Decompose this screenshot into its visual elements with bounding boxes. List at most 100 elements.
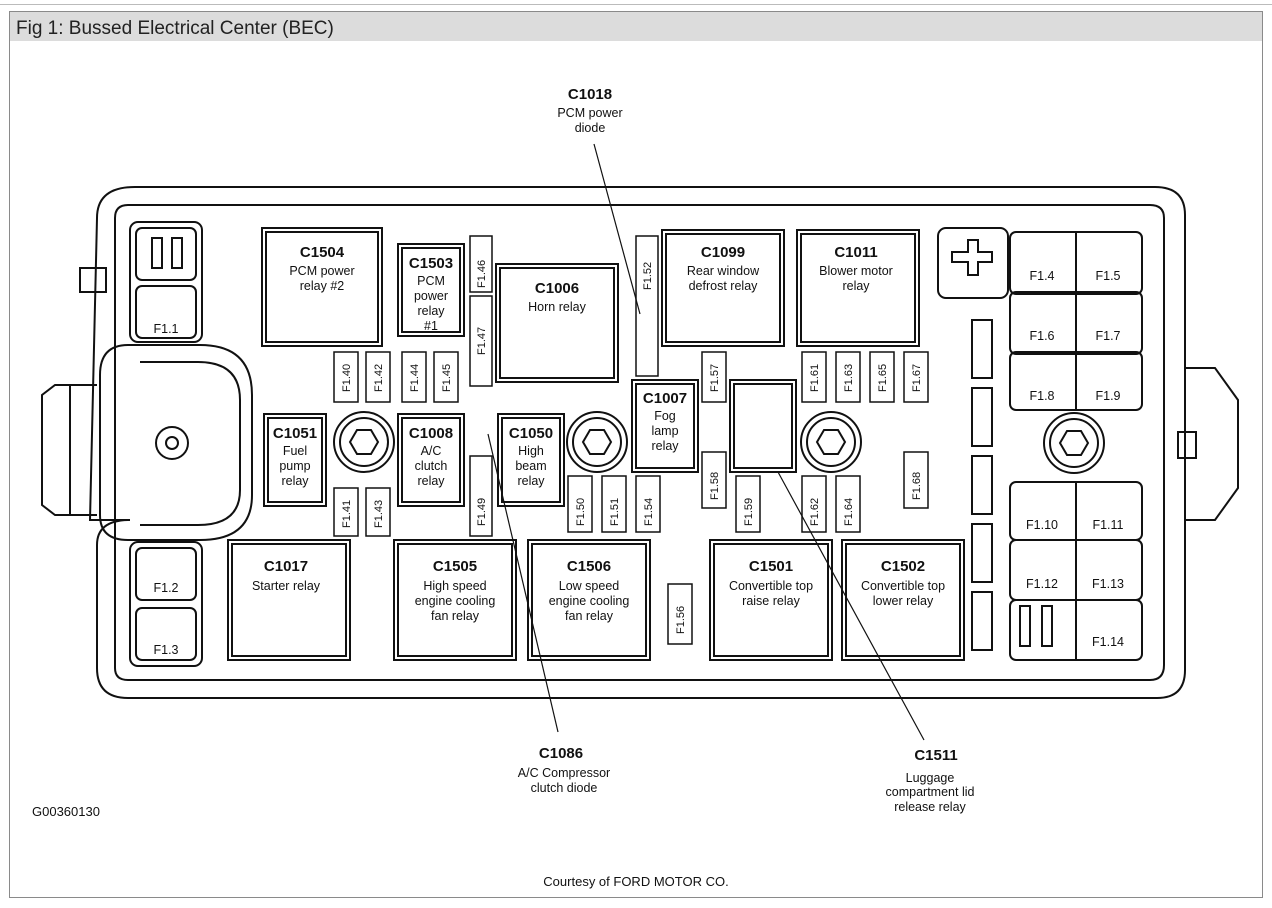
relay-label-c1011-1: Blower motor — [819, 264, 893, 278]
relay-label-c1011-2: relay — [842, 279, 870, 293]
fuse-f1-57: F1.57 — [709, 364, 721, 392]
relay-label-c1008-1: A/C — [421, 444, 442, 458]
relay-label-c1007-3: relay — [651, 439, 679, 453]
callout-id-c1086: C1086 — [539, 745, 583, 762]
relay-id-c1504: C1504 — [300, 244, 345, 261]
relay-label-c1008-3: relay — [417, 474, 445, 488]
callout-label-c1511-2: compartment lid — [886, 785, 975, 799]
callout-label-c1511-3: release relay — [894, 800, 966, 814]
callout-label-c1018-2: diode — [575, 121, 606, 135]
fuse-f1-2: F1.2 — [153, 581, 178, 595]
relay-label-c1099-1: Rear window — [687, 264, 760, 278]
figure-title-bar: Fig 1: Bussed Electrical Center (BEC) — [10, 12, 1262, 41]
relay-label-c1008-2: clutch — [415, 459, 448, 473]
relay-label-c1099-2: defrost relay — [689, 279, 759, 293]
relay-id-c1502: C1502 — [881, 558, 925, 575]
fuse-f1-45: F1.45 — [441, 364, 453, 392]
fuse-f1-9: F1.9 — [1095, 389, 1120, 403]
callout-id-c1511: C1511 — [914, 747, 957, 764]
relay-label-c1051-1: Fuel — [283, 444, 307, 458]
fuse-f1-8: F1.8 — [1029, 389, 1054, 403]
relay-label-c1506-2: engine cooling — [549, 594, 630, 608]
page-top-rule — [0, 4, 1272, 5]
fuse-f1-14: F1.14 — [1092, 635, 1124, 649]
callout-label-c1018-1: PCM power — [557, 106, 622, 120]
fuse-f1-52: F1.52 — [642, 262, 654, 290]
bec-housing — [41, 186, 1239, 699]
relay-label-c1501-1: Convertible top — [729, 579, 813, 593]
relay-id-c1503: C1503 — [409, 255, 453, 272]
callout-label-c1086-2: clutch diode — [531, 781, 598, 795]
callout-label-c1086-1: A/C Compressor — [518, 766, 610, 780]
relay-label-c1504-2: relay #2 — [300, 279, 345, 293]
fuse-f1-64: F1.64 — [843, 498, 855, 526]
relay-label-c1503-2: power — [414, 289, 448, 303]
fuse-f1-65: F1.65 — [877, 364, 889, 392]
relay-label-c1017-1: Starter relay — [252, 579, 321, 593]
relay-id-c1007: C1007 — [643, 390, 687, 407]
relay-id-c1099: C1099 — [701, 244, 745, 261]
fuse-f1-3: F1.3 — [153, 643, 178, 657]
fuse-f1-47: F1.47 — [476, 327, 488, 355]
fuse-f1-42: F1.42 — [373, 364, 385, 392]
relay-id-c1008: C1008 — [409, 425, 453, 442]
relay-id-c1006: C1006 — [535, 280, 579, 297]
fuse-f1-46: F1.46 — [476, 260, 488, 288]
relay-id-c1017: C1017 — [264, 558, 308, 575]
relay-id-c1011: C1011 — [834, 244, 877, 261]
fuse-f1-11: F1.11 — [1092, 518, 1123, 532]
fuse-f1-10: F1.10 — [1026, 518, 1058, 532]
relay-label-c1050-2: beam — [515, 459, 546, 473]
figure-title: Fig 1: Bussed Electrical Center (BEC) — [16, 18, 334, 39]
callout-labels: C1018 PCM power diode C1086 A/C Compress… — [32, 86, 975, 889]
relay-labels: C1504 PCM power relay #2 C1503 PCM power… — [252, 244, 945, 623]
relay-label-c1505-3: fan relay — [431, 609, 480, 623]
fuse-f1-54: F1.54 — [643, 498, 655, 526]
fuse-f1-41: F1.41 — [341, 500, 353, 528]
fuse-f1-56: F1.56 — [675, 606, 687, 634]
fuse-f1-44: F1.44 — [409, 364, 421, 392]
relay-label-c1505-2: engine cooling — [415, 594, 496, 608]
fuse-f1-6: F1.6 — [1029, 329, 1054, 343]
relay-id-c1050: C1050 — [509, 425, 553, 442]
fuse-f1-13: F1.13 — [1092, 577, 1124, 591]
relay-label-c1503-1: PCM — [417, 274, 445, 288]
figure-code: G00360130 — [32, 804, 100, 819]
relay-label-c1051-2: pump — [279, 459, 310, 473]
courtesy-credit: Courtesy of FORD MOTOR CO. — [543, 874, 728, 889]
fuse-f1-63: F1.63 — [843, 364, 855, 392]
fuse-f1-50: F1.50 — [575, 498, 587, 526]
relay-boxes — [227, 227, 965, 661]
relay-label-c1504-1: PCM power — [289, 264, 354, 278]
maxi-fuse-bays — [129, 221, 1143, 667]
relay-label-c1503-3: relay — [417, 304, 445, 318]
relay-label-c1502-1: Convertible top — [861, 579, 945, 593]
relay-id-c1501: C1501 — [749, 558, 793, 575]
relay-label-c1501-2: raise relay — [742, 594, 800, 608]
relay-label-c1502-2: lower relay — [873, 594, 934, 608]
callout-leaders — [487, 143, 925, 741]
relay-label-c1505-1: High speed — [423, 579, 486, 593]
relay-label-c1006-1: Horn relay — [528, 300, 586, 314]
fuse-f1-51: F1.51 — [609, 498, 621, 526]
fuse-f1-59: F1.59 — [743, 498, 755, 526]
relay-id-c1506: C1506 — [567, 558, 611, 575]
fuse-f1-43: F1.43 — [373, 500, 385, 528]
fuse-f1-68: F1.68 — [911, 472, 923, 500]
callout-id-c1018: C1018 — [568, 86, 612, 103]
relay-label-c1051-3: relay — [281, 474, 309, 488]
fuse-f1-58: F1.58 — [709, 472, 721, 500]
fuse-f1-49: F1.49 — [476, 498, 488, 526]
relay-label-c1050-1: High — [518, 444, 544, 458]
fuse-f1-62: F1.62 — [809, 498, 821, 526]
relay-label-c1050-3: relay — [517, 474, 545, 488]
relay-label-c1506-3: fan relay — [565, 609, 614, 623]
relay-label-c1503-4: #1 — [424, 319, 438, 333]
relay-id-c1051: C1051 — [273, 425, 317, 442]
mini-fuse-slots — [333, 235, 929, 645]
fuse-f1-67: F1.67 — [911, 364, 923, 392]
relay-label-c1007-2: lamp — [651, 424, 678, 438]
relay-id-c1505: C1505 — [433, 558, 477, 575]
relay-label-c1506-1: Low speed — [559, 579, 620, 593]
